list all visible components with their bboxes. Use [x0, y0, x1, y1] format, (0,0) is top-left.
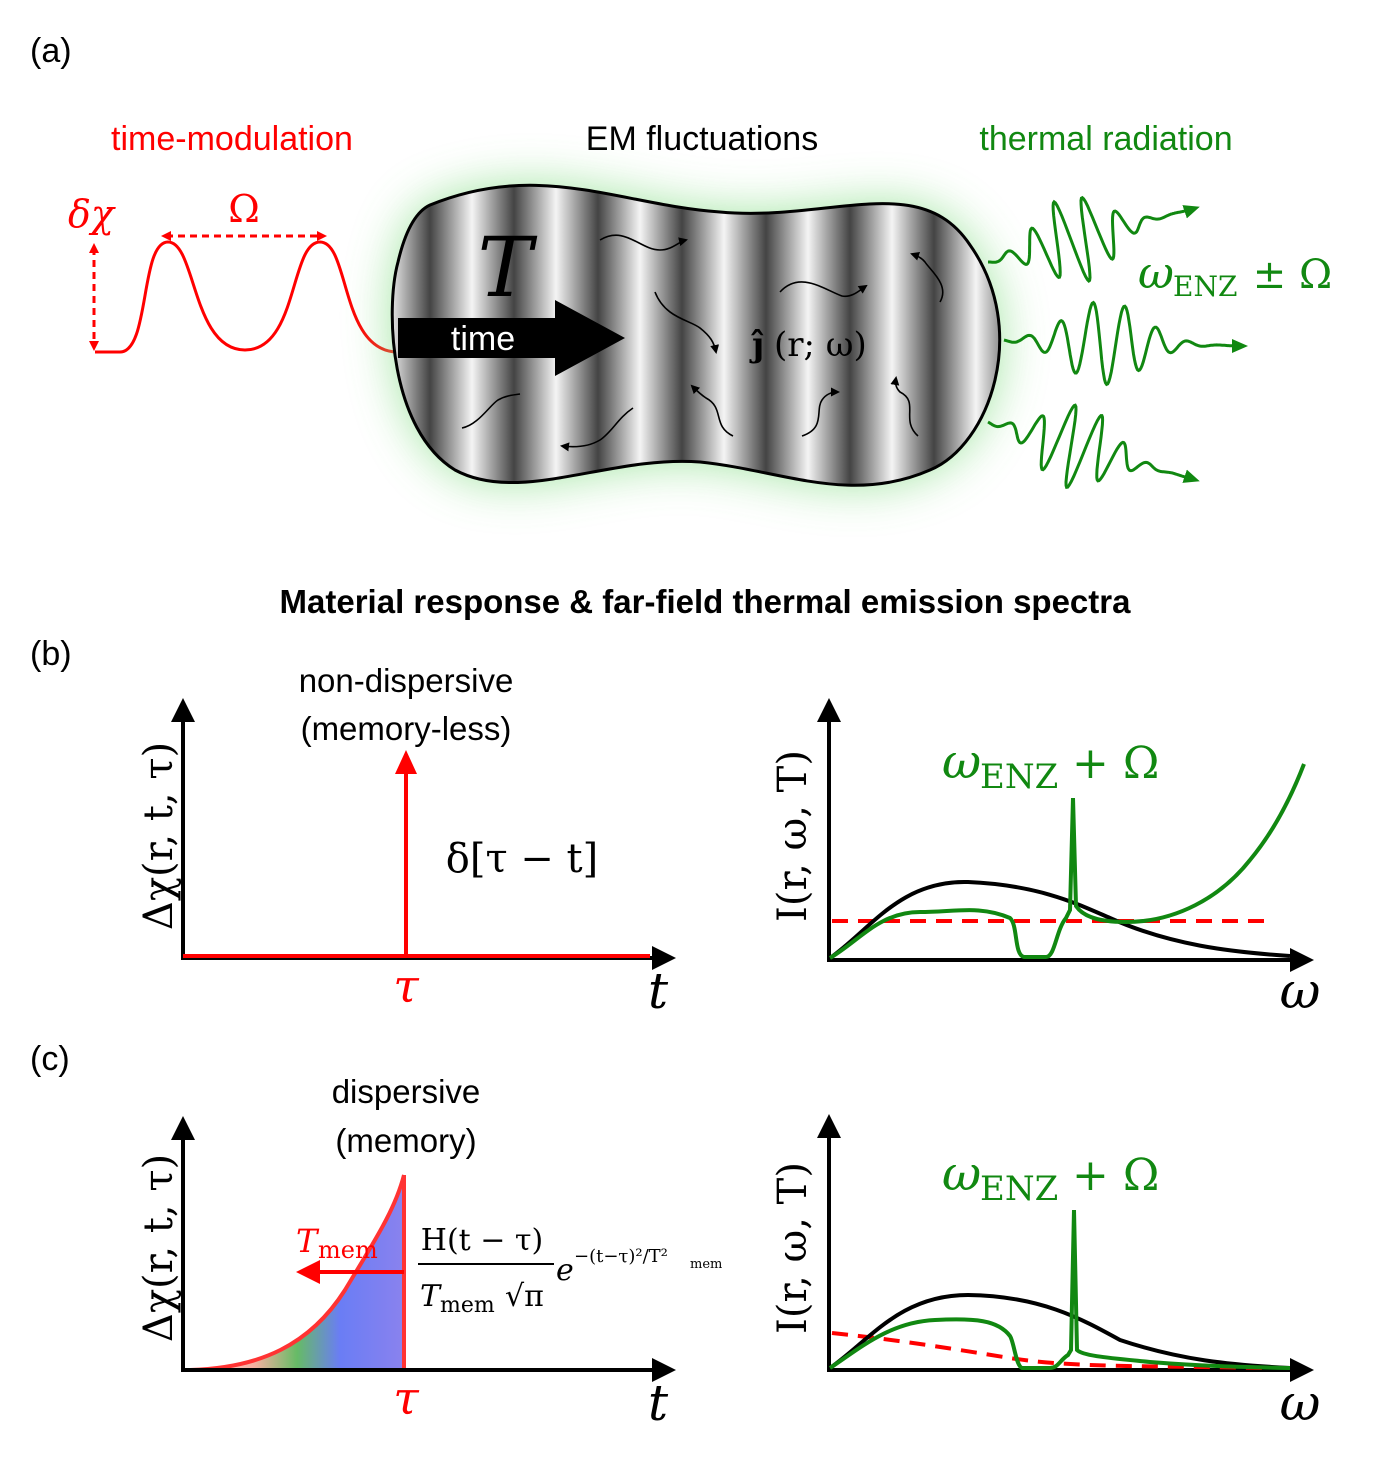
- section-heading: Material response & far-field thermal em…: [280, 583, 1132, 620]
- thermal-radiation-heading: thermal radiation: [979, 120, 1232, 158]
- panel-b-title-line1: non-dispersive: [299, 662, 514, 699]
- panel-b-tau-label: τ: [393, 959, 420, 1013]
- emission-frequency-sub: ENZ: [1173, 270, 1237, 303]
- panel-b-spectrum-axes: [817, 698, 1314, 972]
- tmem-base: T: [296, 1222, 320, 1260]
- panel-b-frequency-label: ω: [1280, 962, 1321, 1020]
- memory-kernel-curve: [189, 1174, 406, 1372]
- panel-b-response-ylabel: Δχ(r, t, τ): [136, 742, 182, 930]
- formula-numerator: H(t − τ): [421, 1223, 543, 1258]
- formula-denominator-sub: mem: [440, 1293, 495, 1318]
- panel-b-modulated-spectrum: [828, 763, 1306, 960]
- panel-c-label: (c): [30, 1040, 70, 1078]
- panel-b-spectrum-ylabel: I(r, ω, T): [770, 750, 816, 922]
- formula-denominator: T: [420, 1279, 442, 1314]
- tmem-sub: mem: [318, 1236, 378, 1264]
- formula-exponent-sub: mem: [690, 1257, 722, 1272]
- panel-b-peak-base: ω: [942, 734, 981, 790]
- panel-c-time-label: t: [648, 1374, 669, 1432]
- panel-a-label: (a): [30, 32, 72, 70]
- panel-c-response-ylabel: Δχ(r, t, τ): [136, 1154, 182, 1342]
- panel-c-reference-spectrum: [831, 1331, 1269, 1370]
- em-fluctuations-heading: EM fluctuations: [586, 120, 818, 158]
- panel-c-peak-base: ω: [942, 1146, 981, 1202]
- emission-frequency-tail: ± Ω: [1240, 252, 1332, 298]
- panel-c-blackbody-spectrum: [828, 1292, 1291, 1370]
- radiation-wave-packets: [987, 195, 1248, 490]
- panel-c-spectrum-axes: [817, 1114, 1314, 1382]
- panel-b-blackbody-spectrum: [828, 879, 1291, 960]
- formula-exp-base: e: [556, 1253, 574, 1288]
- time-arrow: [398, 300, 625, 376]
- material-blob: [390, 183, 1002, 487]
- panel-c-spectrum-ylabel: I(r, ω, T): [770, 1162, 816, 1334]
- delta-chi-label: δχ: [68, 192, 116, 236]
- memory-kernel-fill: [190, 1175, 404, 1370]
- temperature-label: T: [478, 221, 538, 316]
- panel-c-frequency-label: ω: [1280, 1374, 1321, 1432]
- panel-b-peak-tail: + Ω: [1058, 738, 1159, 789]
- time-modulation-heading: time-modulation: [111, 120, 353, 158]
- panel-b-time-label: t: [648, 962, 669, 1020]
- current-args: (r; ω): [774, 325, 867, 365]
- panel-c-tau-label: τ: [393, 1371, 420, 1425]
- panel-c-title-line2: (memory): [335, 1122, 476, 1159]
- panel-c-peak-sub: ENZ: [980, 1169, 1058, 1209]
- memory-kernel-formula: H(t − τ) T mem √π e −(t−τ)²/T² mem: [418, 1223, 722, 1318]
- formula-denominator-root: √π: [505, 1279, 544, 1314]
- formula-exponent: −(t−τ)²/T²: [574, 1246, 668, 1267]
- panel-b-label: (b): [30, 635, 72, 673]
- panel-c-modulated-spectrum: [828, 1209, 1291, 1370]
- modulation-wave: [89, 231, 399, 354]
- panel-c-peak-tail: + Ω: [1058, 1150, 1159, 1201]
- panel-b-peak-sub: ENZ: [980, 757, 1058, 797]
- delta-formula: δ[τ − t]: [446, 836, 598, 882]
- current-symbol: ĵ: [749, 325, 764, 365]
- panel-c-response-axes: [171, 1116, 676, 1382]
- panel-c-title-line1: dispersive: [332, 1073, 481, 1110]
- omega-label: Ω: [228, 187, 260, 231]
- delta-response-spike: [395, 750, 417, 956]
- memory-time-arrow: [296, 1260, 404, 1284]
- fluctuation-arrows: [461, 234, 944, 452]
- emission-frequency-base: ω: [1138, 248, 1174, 299]
- time-arrow-label: time: [451, 320, 515, 358]
- panel-b-title-line2: (memory-less): [301, 710, 512, 747]
